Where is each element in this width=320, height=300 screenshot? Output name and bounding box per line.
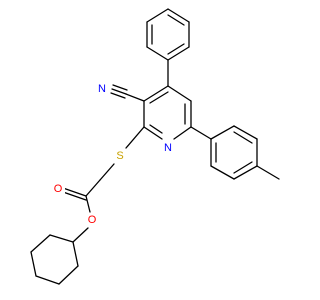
atom-s: S (113, 149, 127, 163)
pyridine-ring (143, 85, 192, 140)
atom-ester-o: O (85, 213, 99, 227)
carbonyl-o-label: O (54, 183, 63, 195)
ester-o-label: O (88, 214, 97, 226)
atom-nitrile-n: N (95, 82, 109, 96)
ring-n-label: N (164, 142, 172, 154)
atom-carbonyl-o: O (51, 182, 65, 196)
nitrile-n-label: N (98, 83, 106, 95)
molecule-diagram: N S N O O (30, 8, 280, 285)
atom-ring-n: N (161, 141, 175, 155)
tolyl-ring (190, 125, 280, 180)
thioacetate-chain (62, 126, 145, 243)
molecule-structure: N S N O O (30, 8, 280, 285)
nitrile-group (110, 84, 145, 102)
sulfur-label: S (116, 150, 123, 162)
cyclohexyl-ring (30, 234, 79, 285)
phenyl-ring (146, 8, 190, 61)
